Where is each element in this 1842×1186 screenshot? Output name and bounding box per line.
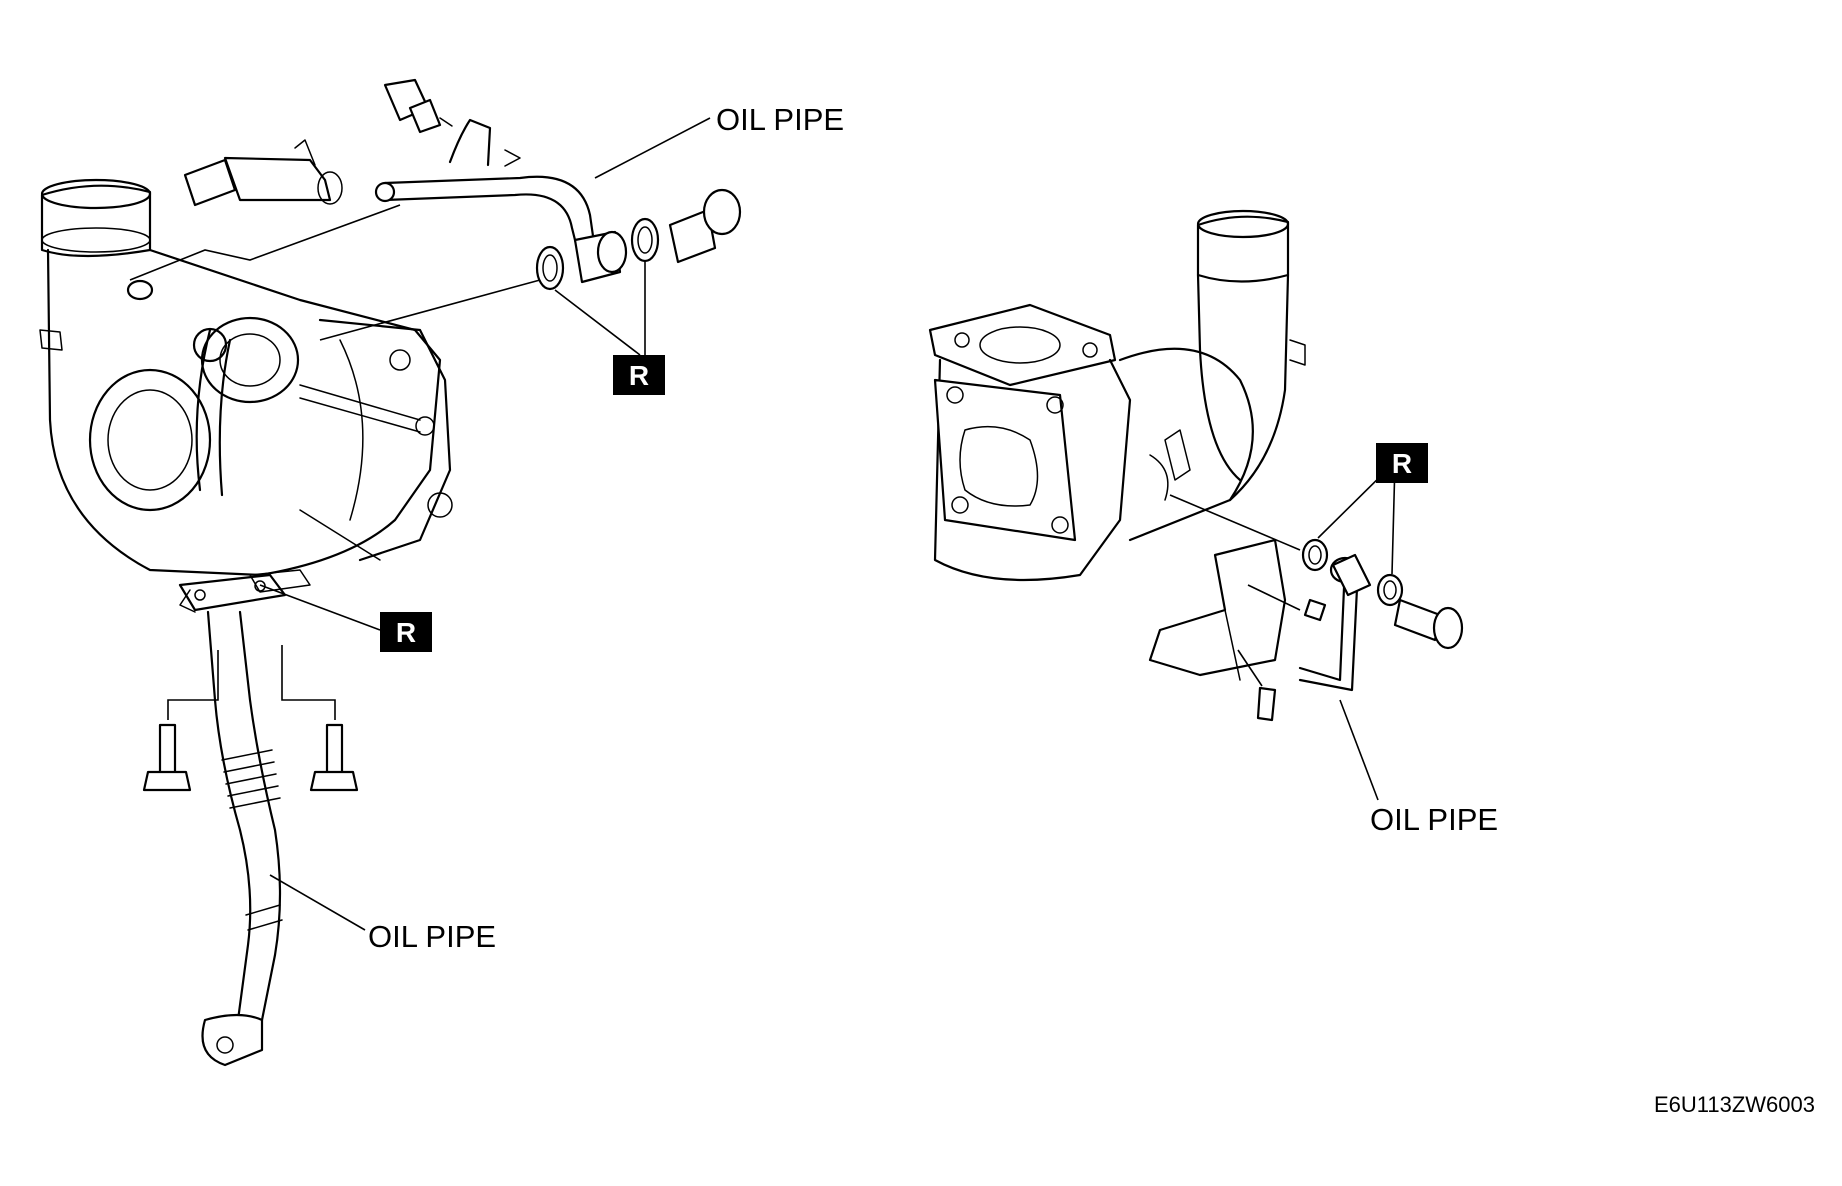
svg-text:R: R [1392,448,1412,479]
replace-marker-3: R [1376,443,1428,483]
left-flange-bolt [142,723,192,792]
left-oil-feed-pipe [129,78,742,356]
left-turbocharger [39,178,453,613]
oil-pipe-label-right: OIL PIPE [1370,802,1498,837]
svg-text:R: R [629,360,649,391]
right-turbocharger [928,209,1306,681]
oil-pipe-label-bottom: OIL PIPE [368,919,496,954]
svg-text:R: R [396,617,416,648]
bracket-bolt [383,78,453,134]
right-flange-bolt [309,723,359,792]
figure-code: E6U113ZW6003 [1654,1092,1815,1117]
replace-marker-2: R [380,612,432,652]
replace-marker-1: R [613,355,665,395]
left-oil-return-pipe [142,584,381,1067]
right-oil-feed-pipe [1169,461,1464,801]
oil-pipe-label-top: OIL PIPE [716,102,844,137]
